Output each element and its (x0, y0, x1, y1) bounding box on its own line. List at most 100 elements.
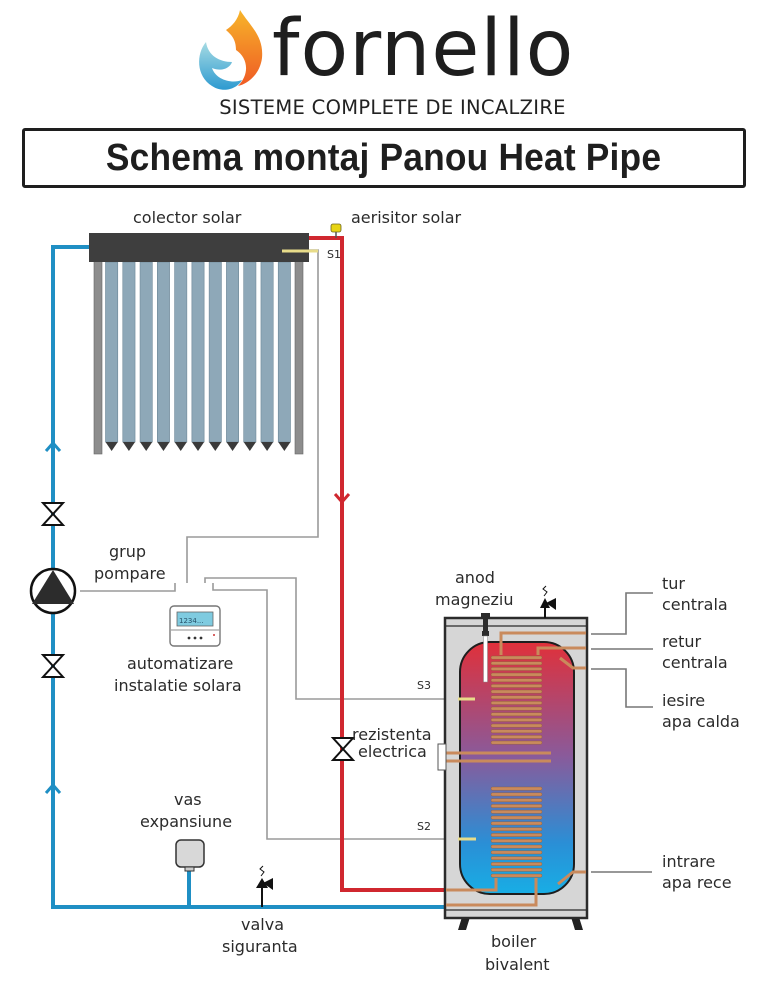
collector-tube (191, 261, 205, 443)
wire-pump (80, 583, 176, 592)
collector-tube-tip (140, 442, 153, 451)
coil-turn (490, 815, 543, 820)
page-title: Schema montaj Panou Heat Pipe (106, 136, 662, 179)
coil-turn (490, 810, 543, 814)
solar-controller[interactable]: 1234... (169, 605, 221, 647)
title-box: Schema montaj Panou Heat Pipe (22, 128, 746, 188)
safety-valve-icon (256, 865, 273, 907)
collector-tube-tip (278, 442, 291, 451)
pipe-hot-out (559, 656, 586, 670)
collector-tube (208, 261, 222, 443)
brand-header: fornello SISTEME COMPLETE DE INCALZIRE (0, 0, 774, 125)
collector-tube-tip (243, 442, 256, 451)
collector-tube (243, 261, 257, 443)
safety-valve-label-1: valva (241, 915, 284, 934)
collector-tube-tip (122, 442, 136, 451)
coil-turn (490, 792, 543, 797)
collector-tube (105, 261, 119, 443)
anode-label-1: anod (455, 568, 495, 587)
pump-group-label-1: grup (109, 542, 146, 561)
sensor-s1-label: S1 (327, 248, 341, 261)
ball-valve-icon (40, 502, 356, 761)
coil-turn (490, 786, 543, 791)
flame-water-drop-icon (199, 10, 263, 90)
coil-turn (490, 678, 543, 683)
lower-heat-exchanger-coil (490, 786, 543, 878)
collector-tube (260, 261, 274, 443)
coil-turn (490, 729, 543, 734)
collector-tube (174, 261, 188, 443)
collector-tubes (105, 261, 291, 451)
controller-display: 1234... (179, 617, 204, 625)
hot-pipe (300, 236, 460, 892)
coil-turn (490, 844, 543, 849)
bivalent-boiler (437, 613, 589, 930)
sensor-s3-label: S3 (417, 679, 431, 692)
coil-turn (490, 667, 543, 671)
hot-out-label-2: apa calda (662, 712, 740, 731)
air-vent-label: aerisitor solar (351, 208, 462, 227)
expansion-label-1: vas (174, 790, 202, 809)
coil-turn (490, 706, 543, 711)
coil-turn (490, 821, 543, 826)
coil-turn (490, 868, 543, 872)
collector-tube-tip (226, 442, 239, 451)
collector-tube-tip (191, 442, 205, 451)
coil-turn (490, 873, 543, 878)
collector-tube-tip (105, 442, 118, 451)
brand-name: fornello (272, 4, 575, 94)
boiler-safety-valve-icon (540, 585, 556, 618)
return-central-label-1: retur (662, 632, 701, 651)
flow-arrows-up (44, 440, 62, 794)
heater-element (446, 751, 551, 763)
brand-tagline: SISTEME COMPLETE DE INCALZIRE (219, 96, 566, 119)
circulation-pump-icon (29, 567, 77, 615)
collector-tube-tip (209, 442, 222, 451)
collector-tube-tip (260, 442, 274, 451)
coil-turn (490, 862, 543, 866)
coil-turn (490, 798, 543, 802)
collector-tube (139, 261, 153, 443)
flow-central-label-2: centrala (662, 595, 728, 614)
collector-tube (277, 261, 291, 443)
boiler-label-2: bivalent (485, 955, 550, 974)
upper-heat-exchanger-coil (490, 655, 543, 745)
coil-turn (490, 655, 543, 660)
flow-arrow-down (333, 493, 351, 505)
leader-lines (591, 592, 653, 873)
coil-turn (490, 839, 543, 843)
heater-label-1: rezistenta (352, 725, 432, 744)
controller-label-2: instalatie solara (114, 676, 242, 695)
cold-in-label-1: intrare (662, 852, 715, 871)
pipe-cold-in (557, 870, 586, 886)
coil-turn (490, 723, 543, 728)
collector-tube-tip (157, 442, 170, 451)
air-vent-icon (330, 223, 342, 238)
hot-out-label-1: iesire (662, 691, 705, 710)
collector-tube (122, 261, 136, 443)
coil-turn (490, 850, 543, 855)
pipe-retur-centrala (536, 646, 586, 655)
coil-turn (490, 804, 543, 808)
coil-turn (490, 833, 543, 837)
cold-in-label-2: apa rece (662, 873, 732, 892)
flow-central-label-1: tur (662, 574, 685, 593)
return-central-label-2: centrala (662, 653, 728, 672)
pipe-solar-flow (446, 878, 498, 892)
wire-s3 (204, 577, 458, 700)
coil-turn (490, 684, 543, 688)
collector-label: colector solar (133, 208, 242, 227)
collector-tube (226, 261, 239, 443)
solar-collector (89, 233, 318, 455)
pump-group-label-2: pompare (94, 564, 166, 583)
safety-valve-label-2: siguranta (222, 937, 298, 956)
coil-turn (490, 740, 543, 745)
controller-label-1: automatizare (127, 654, 233, 673)
collector-tube-tip (174, 442, 187, 451)
coil-turn (490, 672, 543, 677)
collector-tube (157, 261, 170, 443)
boiler-label-1: boiler (491, 932, 537, 951)
coil-turn (490, 712, 543, 717)
expansion-label-2: expansiune (140, 812, 232, 831)
